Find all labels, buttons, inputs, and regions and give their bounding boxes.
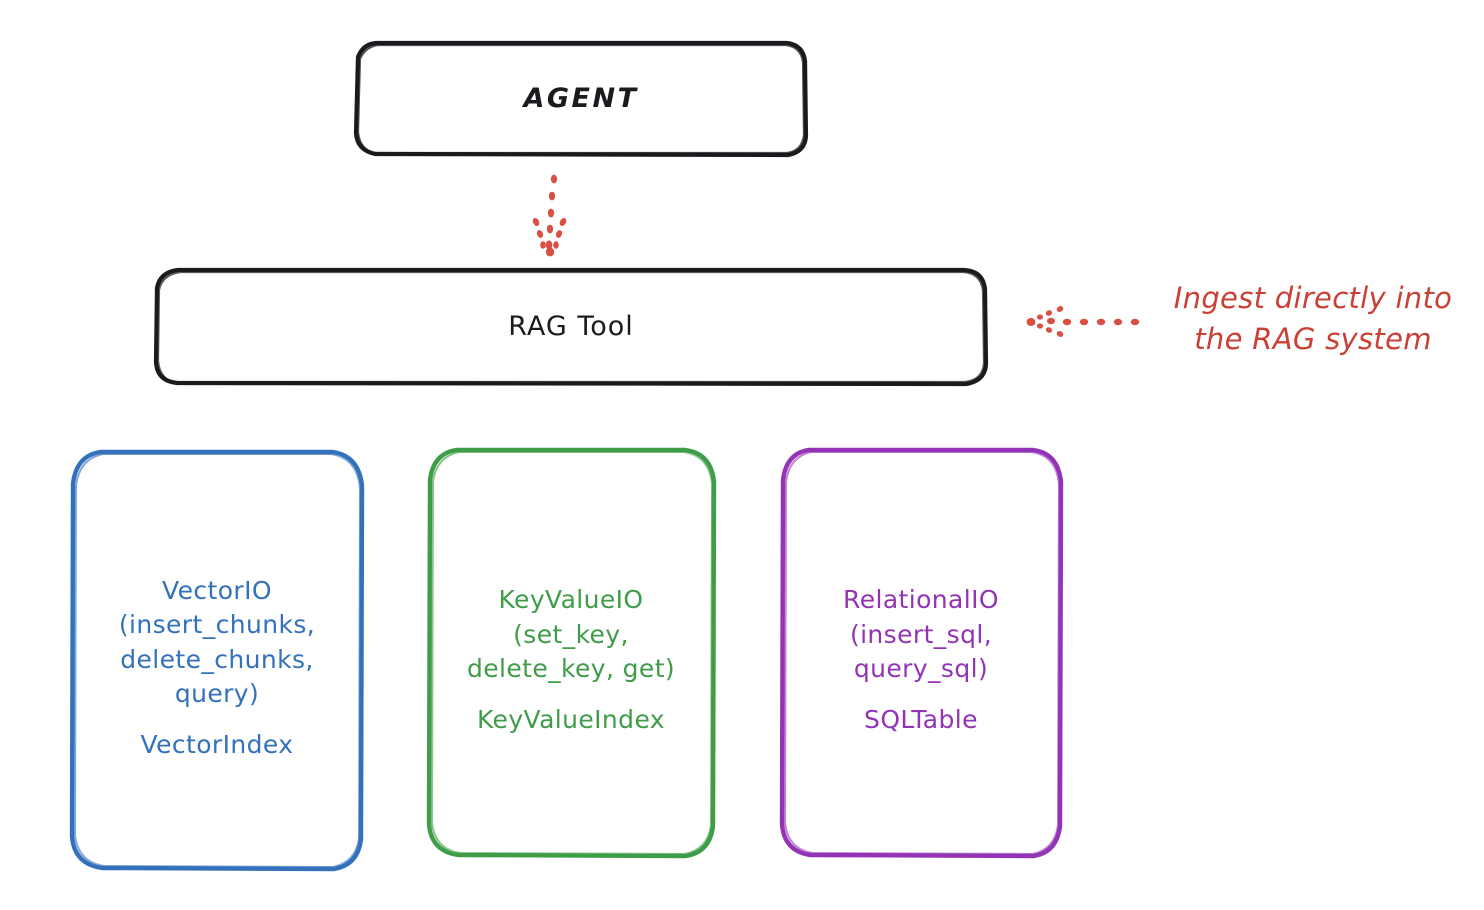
- agent-box-outline: [353, 40, 809, 158]
- vector-index-label: VectorIndex: [140, 729, 294, 759]
- vector-io-api-label: VectorIO (insert_chunks, delete_chunks, …: [118, 575, 316, 709]
- relational-io-label-group: RelationalIO (insert_sql, query_sql) SQLT…: [843, 583, 999, 737]
- agent-box[interactable]: AGENT: [355, 42, 807, 155]
- relational-io-api-label: RelationalIO (insert_sql, query_sql): [843, 585, 999, 683]
- agent-to-rag-dotted-arrow: [532, 174, 567, 257]
- agent-label: AGENT: [523, 82, 639, 114]
- spacer: [119, 712, 315, 728]
- key-value-io-box-outline: [426, 447, 717, 859]
- spacer: [467, 687, 675, 703]
- key-value-io-api-label: KeyValueIO (set_key, delete_key, get): [466, 585, 676, 683]
- sql-table-label: SQLTable: [864, 704, 978, 734]
- spacer: [843, 687, 999, 703]
- rag-tool-label: RAG Tool: [508, 310, 634, 342]
- relational-io-box[interactable]: RelationalIO (insert_sql, query_sql) SQLT…: [782, 448, 1060, 856]
- vector-io-box-outline: [69, 449, 365, 872]
- relational-io-box-outline: [779, 447, 1064, 859]
- key-value-io-box[interactable]: KeyValueIO (set_key, delete_key, get) Key…: [428, 448, 714, 856]
- vector-io-box[interactable]: VectorIO (insert_chunks, delete_chunks, …: [72, 450, 362, 870]
- note-to-rag-dotted-arrow: [1026, 306, 1140, 337]
- vector-io-label-group: VectorIO (insert_chunks, delete_chunks, …: [119, 574, 315, 763]
- key-value-io-label-group: KeyValueIO (set_key, delete_key, get) Key…: [467, 583, 675, 737]
- ingest-annotation-text: Ingest directly into the RAG system: [1173, 281, 1453, 357]
- rag-tool-box-outline: [153, 267, 989, 387]
- rag-tool-box[interactable]: RAG Tool: [155, 269, 987, 384]
- key-value-index-label: KeyValueIndex: [476, 704, 665, 734]
